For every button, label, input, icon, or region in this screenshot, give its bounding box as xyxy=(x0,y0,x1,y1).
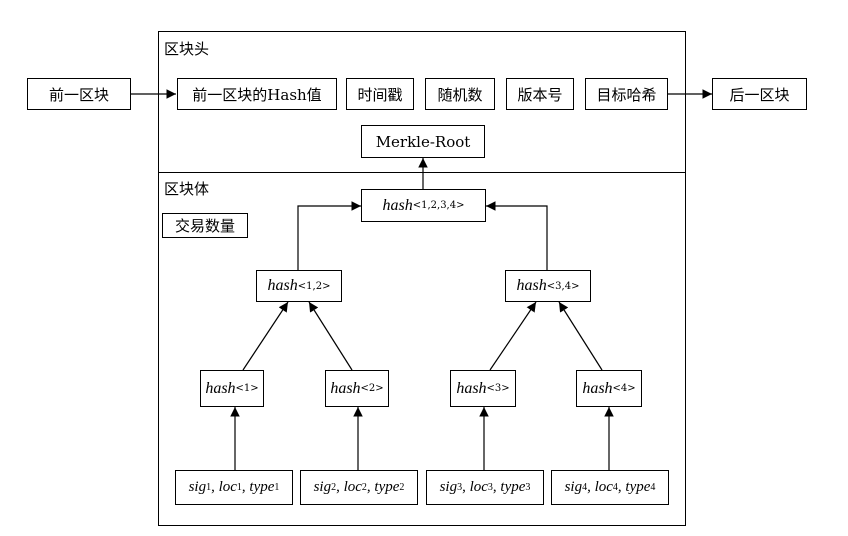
tx-leaf-2-loc: loc xyxy=(343,479,362,495)
tx-leaf-2-n-a: 2 xyxy=(331,482,337,493)
tx-leaf-1-n-b: 1 xyxy=(236,482,242,493)
tx-leaf-2-n-b: 2 xyxy=(361,482,367,493)
tx-leaf-4-n-b: 4 xyxy=(612,482,618,493)
hash-root-word: hash xyxy=(382,196,413,214)
hash-mid-left-node: hash<1,2> xyxy=(256,270,342,302)
tx-leaf-2-n-c: 2 xyxy=(399,482,405,493)
arrow-mid-left-to-root xyxy=(297,201,361,270)
tx-leaf-3-n-b: 3 xyxy=(487,482,493,493)
tx-leaf-1-n-c: 1 xyxy=(274,482,280,493)
hash-leaf-4-sub: <4> xyxy=(612,383,636,394)
hash-root-sub: <1,2,3,4> xyxy=(412,200,465,211)
hash-mid-left-sub: <1,2> xyxy=(297,280,331,292)
hash-leaf-2-word: hash xyxy=(330,379,361,397)
tx-leaf-1-sig: sig xyxy=(188,479,207,495)
arrow-h3-to-mid-right xyxy=(489,301,537,371)
block-header-label: 区块头 xyxy=(164,40,210,58)
tx-leaf-4-sig: sig xyxy=(564,479,583,495)
tx-leaf-1-loc: loc xyxy=(218,479,237,495)
tx-leaf-4-n-a: 4 xyxy=(582,482,588,493)
tx-leaf-3-n-a: 3 xyxy=(457,482,463,493)
tx-leaf-3-loc: loc xyxy=(469,479,488,495)
tx-leaf-2-sig: sig xyxy=(313,479,332,495)
block-body-label: 区块体 xyxy=(164,180,210,198)
tx-leaf-3-n-c: 3 xyxy=(525,482,531,493)
hash-leaf-3-sub: <3> xyxy=(486,383,510,394)
hash-leaf-1-node: hash<1> xyxy=(200,370,264,407)
version-field: 版本号 xyxy=(506,78,574,110)
tx-leaf-4-loc: loc xyxy=(594,479,613,495)
tx-leaf-1-n-a: 1 xyxy=(206,482,212,493)
target-hash-field: 目标哈希 xyxy=(585,78,668,110)
timestamp-field: 时间戳 xyxy=(346,78,414,110)
tx-leaf-2-type: type xyxy=(374,479,400,495)
hash-leaf-4-node: hash<4> xyxy=(576,370,642,407)
next-block-box: 后一区块 xyxy=(712,78,807,110)
hash-leaf-2-sub: <2> xyxy=(360,383,384,394)
hash-mid-left-word: hash xyxy=(267,277,298,294)
prev-block-box: 前一区块 xyxy=(27,78,131,110)
arrow-h4-to-mid-right xyxy=(558,301,603,371)
hash-mid-right-word: hash xyxy=(516,277,547,294)
hash-leaf-3-node: hash<3> xyxy=(450,370,516,407)
arrow-mid-right-to-root xyxy=(486,201,548,270)
hash-mid-right-node: hash<3,4> xyxy=(505,270,591,302)
tx-leaf-4-type: type xyxy=(625,479,651,495)
tx-leaf-3-type: type xyxy=(500,479,526,495)
nonce-field: 随机数 xyxy=(425,78,495,110)
merkle-root-box: Merkle-Root xyxy=(361,125,485,158)
hash-root-node: hash<1,2,3,4> xyxy=(361,189,486,222)
hash-leaf-1-sub: <1> xyxy=(235,383,259,394)
prev-hash-field: 前一区块的Hash值 xyxy=(177,78,337,110)
tx-count-box: 交易数量 xyxy=(162,213,248,238)
tx-leaf-4-n-c: 4 xyxy=(650,482,656,493)
hash-leaf-3-word: hash xyxy=(456,379,487,397)
tx-leaf-1-type: type xyxy=(249,479,275,495)
arrow-h1-to-mid-left xyxy=(242,301,289,371)
hash-leaf-2-node: hash<2> xyxy=(325,370,389,407)
hash-leaf-4-word: hash xyxy=(582,379,613,397)
tx-leaf-3-sig: sig xyxy=(439,479,458,495)
block-body-region xyxy=(158,172,686,526)
hash-leaf-1-word: hash xyxy=(205,379,236,397)
arrow-h2-to-mid-left xyxy=(308,301,353,371)
hash-mid-right-sub: <3,4> xyxy=(546,280,580,292)
